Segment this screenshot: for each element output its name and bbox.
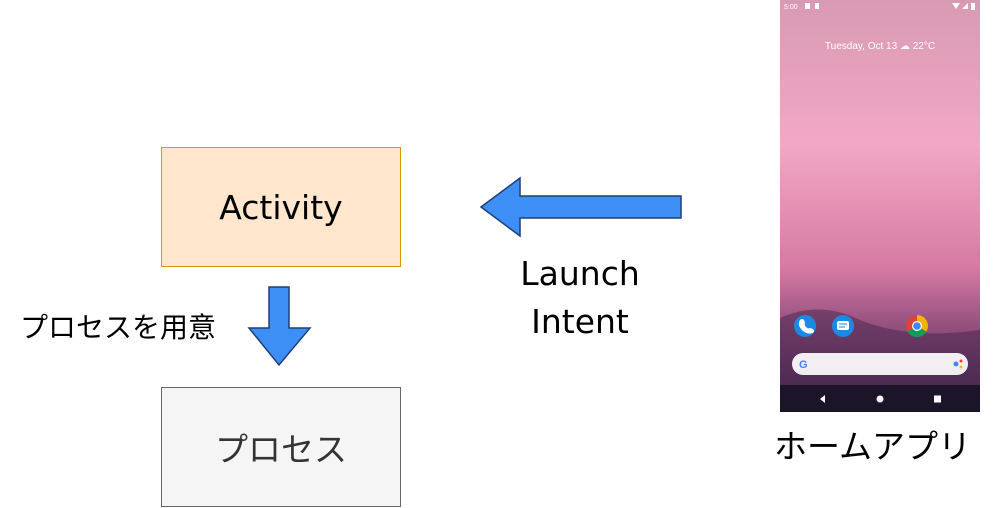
phone-handset-glyph: [798, 319, 814, 334]
prepare-process-label: プロセスを用意: [20, 311, 217, 344]
process-node: プロセス: [161, 387, 401, 507]
launch-label-line-2: Intent: [531, 302, 629, 341]
wifi-icon: [952, 3, 960, 9]
prepare-arrow: [247, 286, 312, 367]
messages-glyph: [837, 321, 849, 330]
home-icon[interactable]: [876, 395, 884, 403]
launch-arrow: [479, 176, 682, 238]
activity-node: Activity: [161, 147, 401, 267]
google-g-icon: G: [799, 359, 808, 371]
signal-icon: [962, 3, 968, 9]
chrome-app-icon[interactable]: [906, 315, 928, 337]
battery-icon: [971, 3, 975, 10]
launch-intent-label: Launch Intent: [490, 250, 670, 346]
prepare-arrow-shape: [247, 286, 312, 367]
status-notification-icon: [805, 3, 810, 9]
assistant-icon-dot-2: [959, 359, 963, 363]
launch-label-line-1: Launch: [520, 254, 640, 293]
process-label: プロセス: [215, 430, 347, 469]
status-time: 5:00: [784, 4, 798, 11]
home-app-screenshot: 5:00 Tuesday, Oct 13 ☁ 22°C G: [780, 0, 980, 412]
launch-arrow-shape: [479, 176, 682, 238]
assistant-icon[interactable]: [953, 361, 959, 367]
activity-label: Activity: [219, 187, 343, 227]
assistant-icon-dot-3: [959, 365, 963, 369]
status-sd-icon: [815, 3, 819, 9]
google-search-bar[interactable]: [792, 353, 968, 375]
date-weather: Tuesday, Oct 13 ☁ 22°C: [825, 41, 935, 52]
recents-icon[interactable]: [934, 395, 941, 403]
home-app-label: ホームアプリ: [774, 427, 972, 466]
back-icon[interactable]: [820, 395, 825, 403]
